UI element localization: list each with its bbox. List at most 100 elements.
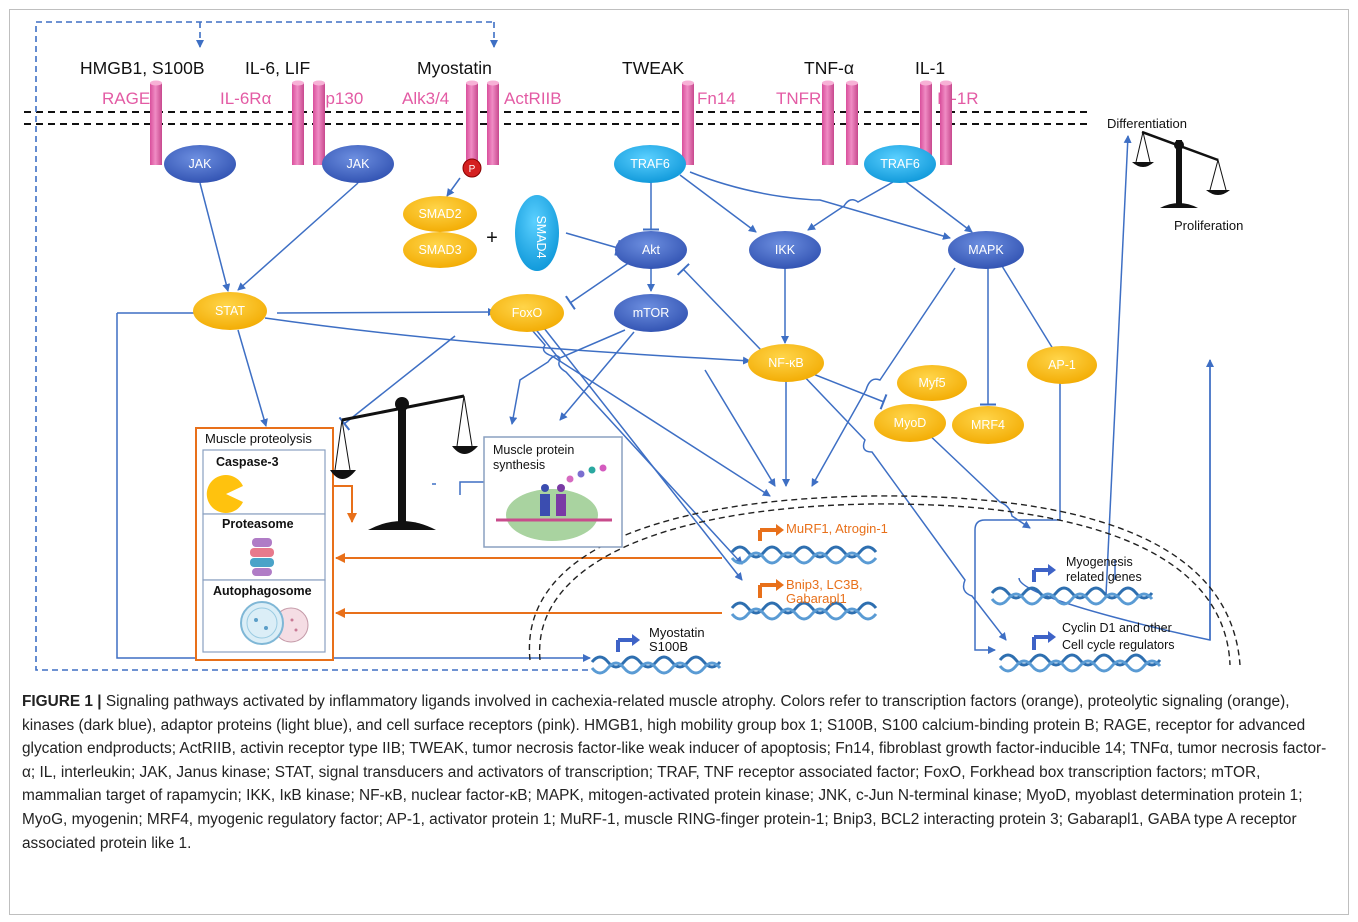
receptor-bar-tnfr-1 xyxy=(822,80,834,165)
svg-text:IKK: IKK xyxy=(775,243,796,257)
node-ap1: AP-1 xyxy=(1027,346,1097,384)
node-stat: STAT xyxy=(193,292,267,330)
gene-murf-label: MuRF1, Atrogin-1 xyxy=(786,521,888,536)
node-smad4: SMAD4 xyxy=(515,195,559,271)
node-ikk: IKK xyxy=(749,231,821,269)
dna-myostatin: Myostatin S100B xyxy=(590,625,722,675)
receptor-bar-il1r-1 xyxy=(920,80,932,165)
svg-text:mTOR: mTOR xyxy=(633,306,670,320)
gene-cyclin-label-1: Cyclin D1 and other xyxy=(1062,621,1172,635)
receptor-bar-tnfr-2 xyxy=(846,80,858,165)
node-smad3: SMAD3 xyxy=(403,232,477,268)
node-mtor: mTOR xyxy=(614,294,688,332)
node-jak-2: JAK xyxy=(322,145,394,183)
svg-text:STAT: STAT xyxy=(215,304,245,318)
gene-myogenesis-label-1: Myogenesis xyxy=(1066,555,1133,569)
svg-text:SMAD3: SMAD3 xyxy=(418,243,461,257)
gene-bnip-label-2: Gabarapl1 xyxy=(786,591,847,606)
svg-text:SMAD4: SMAD4 xyxy=(534,215,548,258)
svg-text:TRAF6: TRAF6 xyxy=(880,157,920,171)
cell-membrane xyxy=(24,111,1092,125)
node-nfkb: NF-κB xyxy=(748,344,824,382)
balance-scale-icon xyxy=(330,394,478,530)
receptor-rage: RAGE xyxy=(102,89,150,108)
receptor-alk: Alk3/4 xyxy=(402,89,449,108)
gene-cyclin-label-2: Cell cycle regulators xyxy=(1062,638,1175,652)
ligand-tnfa: TNF-α xyxy=(804,58,854,78)
autophagosome-icon xyxy=(240,601,309,645)
synthesis-line1: Muscle protein xyxy=(493,443,574,457)
receptor-bar-actriib xyxy=(487,80,499,165)
node-traf6-2: TRAF6 xyxy=(864,145,936,183)
muscle-proteolysis-box: Muscle proteolysis Caspase-3 Proteasome … xyxy=(195,427,334,661)
gene-myostatin-label-2: S100B xyxy=(649,639,688,654)
ligand-tweak: TWEAK xyxy=(622,58,685,78)
receptor-bar-alk xyxy=(466,80,478,165)
synthesis-line2: synthesis xyxy=(493,458,545,472)
receptor-actriib: ActRIIB xyxy=(504,89,562,108)
dna-myogenesis: Myogenesis related genes xyxy=(990,555,1154,606)
gene-targets: MuRF1, Atrogin-1 Bnip3, LC3B, Gabarapl1 … xyxy=(590,521,1175,675)
node-smad2: SMAD2 xyxy=(403,196,477,232)
ribosome-icon xyxy=(496,464,612,541)
dna-cyclin: Cyclin D1 and other Cell cycle regulator… xyxy=(998,621,1175,673)
ligand-labels: HMGB1, S100B IL-6, LIF Myostatin TWEAK T… xyxy=(80,58,945,78)
gene-bnip-label-1: Bnip3, LC3B, xyxy=(786,577,863,592)
signaling-diagram: HMGB1, S100B IL-6, LIF Myostatin TWEAK T… xyxy=(24,21,1243,675)
receptor-gp130: gp130 xyxy=(316,89,363,108)
node-mrf4: MRF4 xyxy=(952,406,1024,444)
caspase-pacman-icon xyxy=(206,475,243,513)
node-traf6-1: TRAF6 xyxy=(614,145,686,183)
svg-text:JAK: JAK xyxy=(189,157,213,171)
autophagosome-label: Autophagosome xyxy=(213,584,312,598)
svg-text:MRF4: MRF4 xyxy=(971,418,1005,432)
node-myod: MyoD xyxy=(874,404,946,442)
receptor-bar-il1r-2 xyxy=(940,80,952,165)
svg-text:MyoD: MyoD xyxy=(894,416,927,430)
node-foxo: FoxO xyxy=(490,294,564,332)
svg-text:FoxO: FoxO xyxy=(512,306,543,320)
dna-bnip: Bnip3, LC3B, Gabarapl1 xyxy=(730,577,878,621)
receptor-bars xyxy=(150,80,952,165)
ligand-hmgb1: HMGB1, S100B xyxy=(80,58,205,78)
signaling-edges xyxy=(116,171,1061,662)
signaling-nodes: JAK JAK P SMAD2 SMAD3 + SMAD4 TRAF6 TRAF… xyxy=(164,145,1097,444)
receptor-bar-fn14 xyxy=(682,80,694,165)
svg-text:Akt: Akt xyxy=(642,243,661,257)
node-mapk: MAPK xyxy=(948,231,1024,269)
nucleus-envelope xyxy=(528,495,1241,666)
node-akt: Akt xyxy=(615,231,687,269)
small-balance-icon xyxy=(1132,130,1230,208)
svg-text:MAPK: MAPK xyxy=(968,243,1004,257)
node-myf5: Myf5 xyxy=(897,365,967,401)
proteolysis-title: Muscle proteolysis xyxy=(205,431,312,446)
orange-arrows xyxy=(330,485,722,618)
proliferation-label: Proliferation xyxy=(1174,218,1243,233)
plus-sign: + xyxy=(486,227,498,249)
svg-text:P: P xyxy=(469,164,476,175)
outcomes: Differentiation Proliferation xyxy=(1107,116,1243,233)
balance-edges xyxy=(338,331,635,495)
proteasome-label: Proteasome xyxy=(222,517,294,531)
caption-text: Signaling pathways activated by inflamma… xyxy=(22,693,1327,852)
receptor-il6ra: IL-6Rα xyxy=(220,89,272,108)
figure-caption: FIGURE 1 | Signaling pathways activated … xyxy=(22,690,1336,855)
gene-myogenesis-label-2: related genes xyxy=(1066,570,1142,584)
node-jak-1: JAK xyxy=(164,145,236,183)
dna-murf: MuRF1, Atrogin-1 xyxy=(730,521,888,565)
figure-frame xyxy=(9,9,1349,915)
ligand-myostatin: Myostatin xyxy=(417,58,492,78)
receptor-fn14: Fn14 xyxy=(697,89,736,108)
svg-text:Myf5: Myf5 xyxy=(918,376,945,390)
svg-text:TRAF6: TRAF6 xyxy=(630,157,670,171)
caspase-label: Caspase-3 xyxy=(216,455,279,469)
gene-myostatin-label-1: Myostatin xyxy=(649,625,705,640)
ligand-il6: IL-6, LIF xyxy=(245,58,310,78)
differentiation-label: Differentiation xyxy=(1107,116,1187,131)
caption-label: FIGURE 1 | xyxy=(22,693,102,710)
feedback-dashed-loop xyxy=(35,21,588,671)
receptor-bar-rage xyxy=(150,80,162,165)
svg-text:SMAD2: SMAD2 xyxy=(418,207,461,221)
node-phospho: P xyxy=(462,158,482,178)
proteasome-icon xyxy=(250,538,274,576)
